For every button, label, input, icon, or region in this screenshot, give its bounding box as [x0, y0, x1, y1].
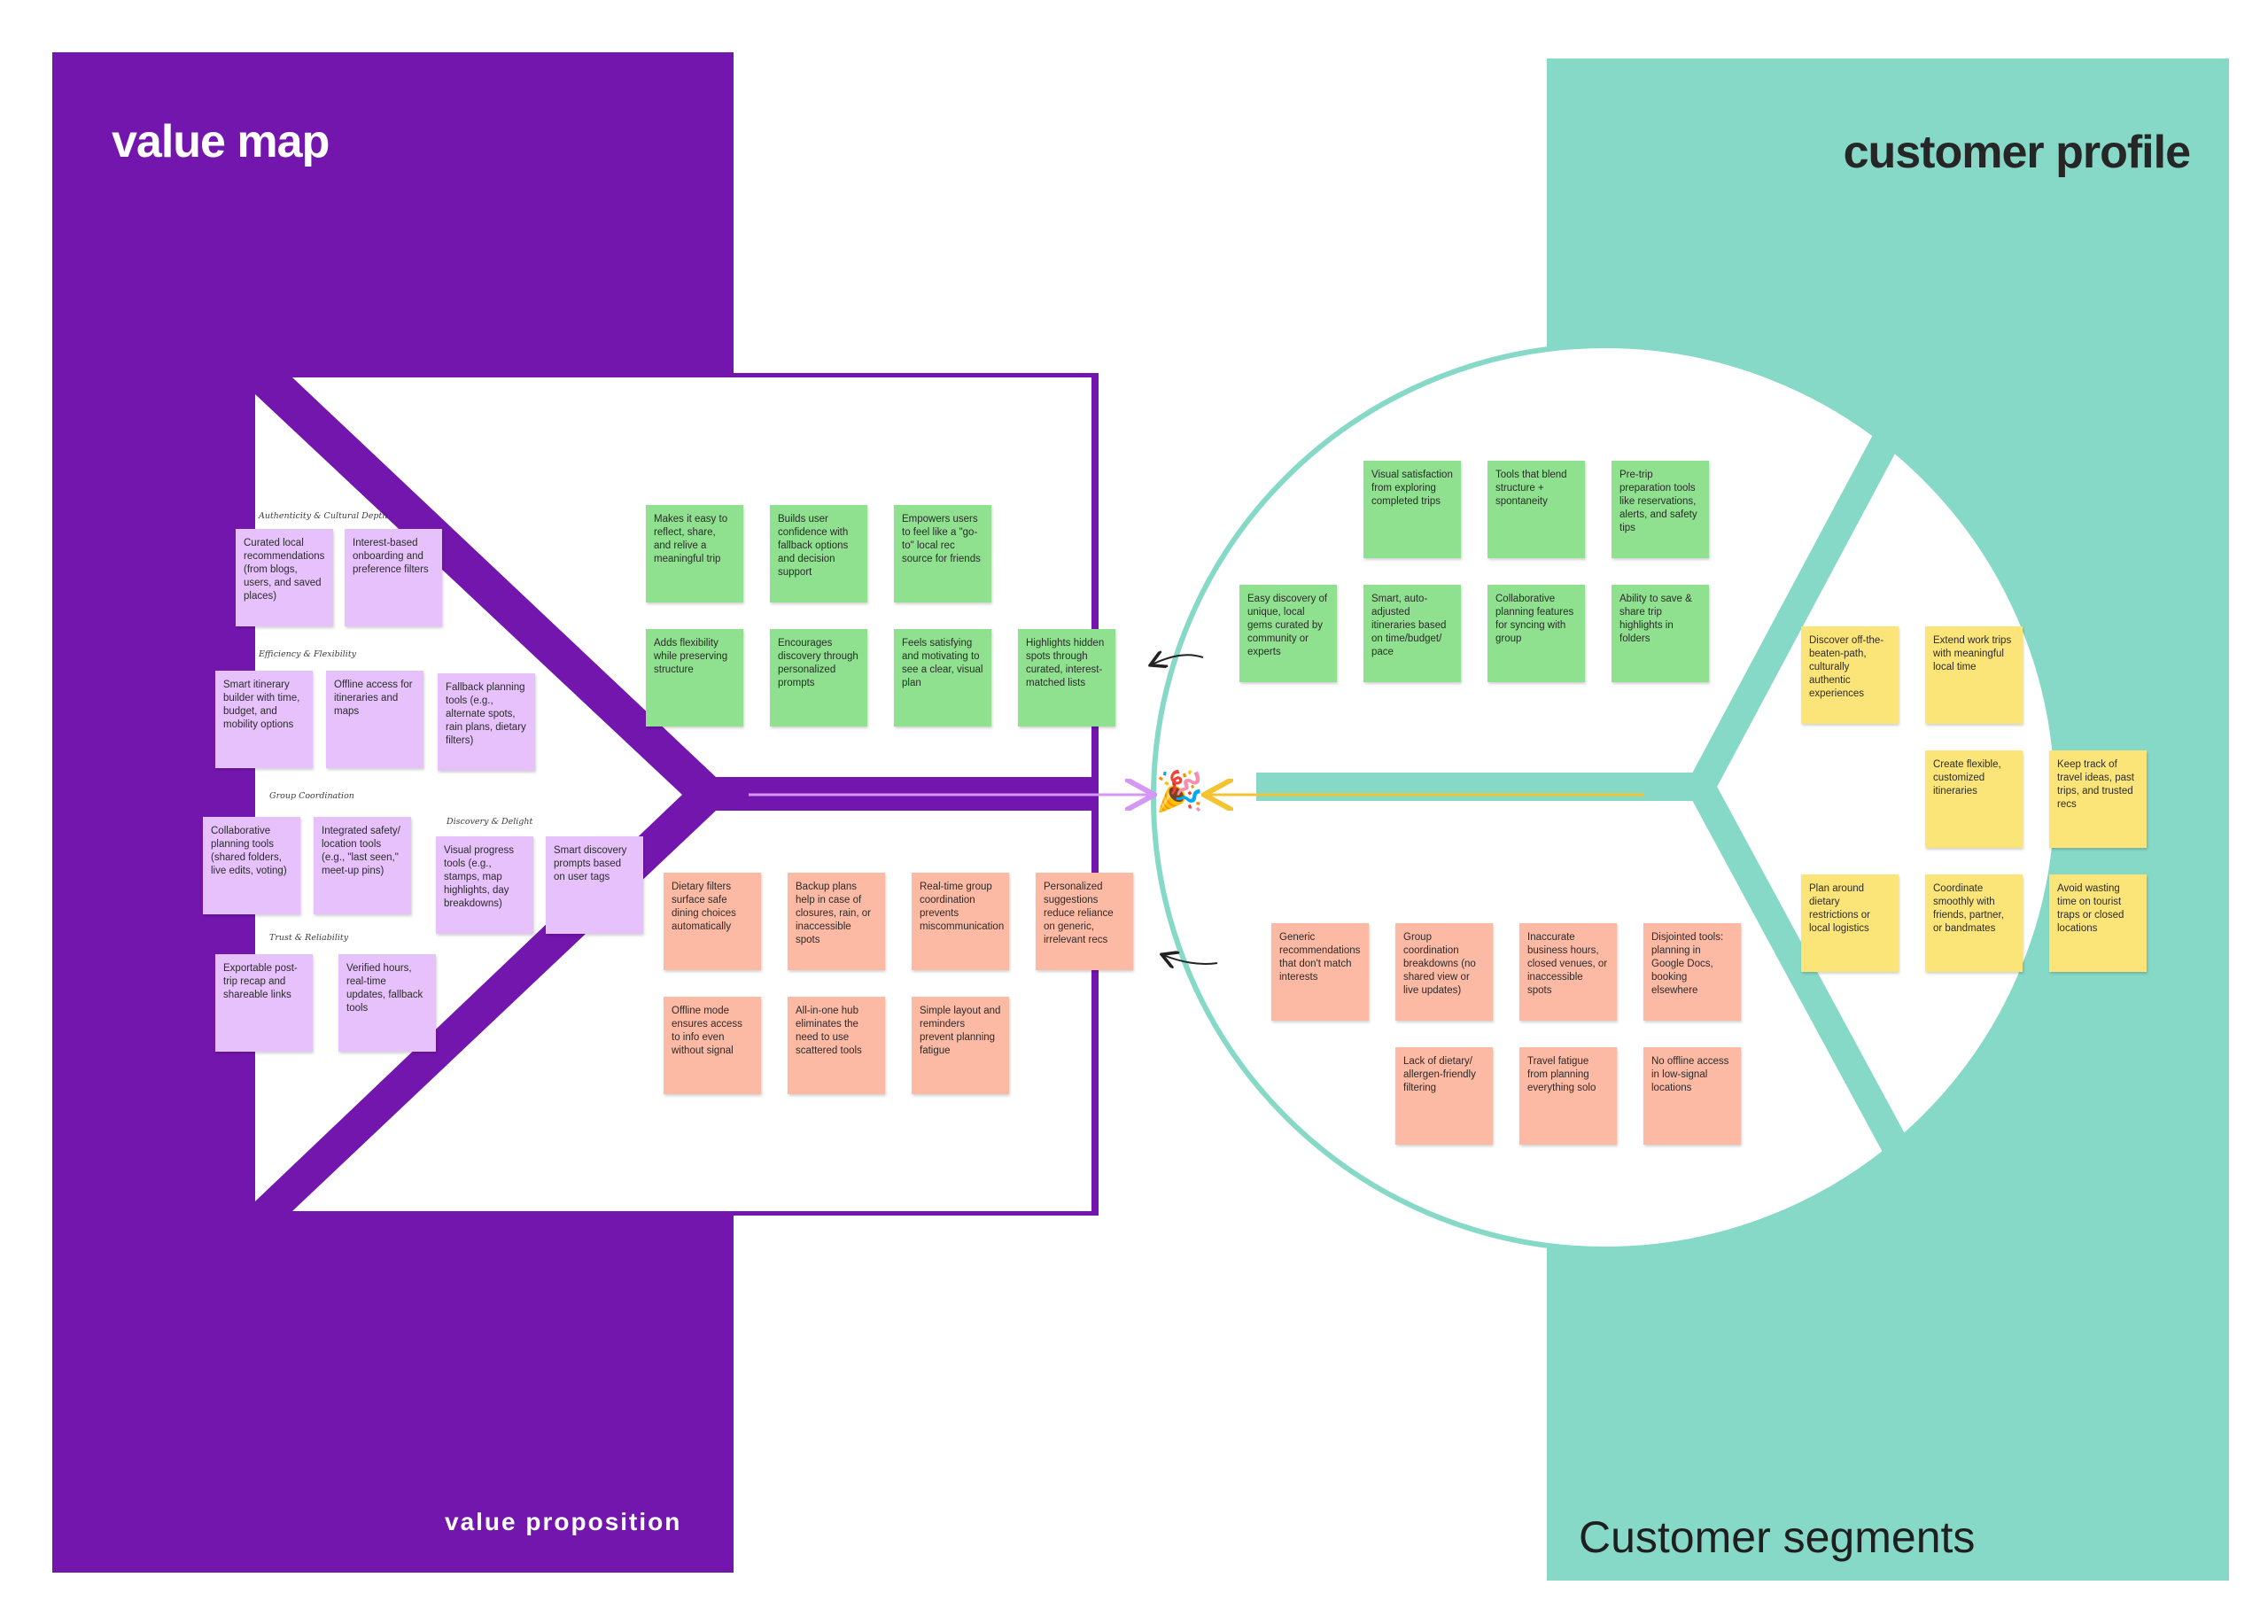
sticky-note[interactable]: Interest-based onboarding and preference…	[345, 529, 442, 626]
sticky-note[interactable]: Disjointed tools: planning in Google Doc…	[1643, 923, 1741, 1021]
sticky-note[interactable]: Smart, auto-adjusted itineraries based o…	[1363, 585, 1461, 682]
sticky-note[interactable]: Encourages discovery through personalize…	[770, 629, 867, 727]
sticky-note[interactable]: Plan around dietary restrictions or loca…	[1801, 874, 1899, 972]
sticky-note[interactable]: Keep track of travel ideas, past trips, …	[2049, 750, 2147, 848]
customer-segments-label: Customer segments	[1579, 1512, 1976, 1562]
celebration-icon: 🎉	[1155, 770, 1204, 813]
gain-arrow	[1152, 655, 1204, 664]
customer-profile-title: customer profile	[1843, 127, 2191, 178]
pain-arrow	[1163, 955, 1218, 964]
sticky-note[interactable]: No offline access in low-signal location…	[1643, 1047, 1741, 1145]
sticky-note[interactable]: Ability to save & share trip highlights …	[1612, 585, 1709, 682]
sticky-note[interactable]: Offline access for itineraries and maps	[326, 671, 423, 768]
sticky-note[interactable]: Visual progress tools (e.g., stamps, map…	[436, 836, 533, 934]
sticky-note[interactable]: Real-time group coordination prevents mi…	[912, 873, 1009, 970]
sticky-note[interactable]: Builds user confidence with fallback opt…	[770, 505, 867, 602]
sticky-note[interactable]: Smart itinerary builder with time, budge…	[215, 671, 313, 768]
sticky-note[interactable]: Visual satisfaction from exploring compl…	[1363, 461, 1461, 558]
category-label-discovery: Discovery & Delight	[447, 817, 533, 827]
sticky-note[interactable]: Pre-trip preparation tools like reservat…	[1612, 461, 1709, 558]
sticky-note[interactable]: Makes it easy to reflect, share, and rel…	[646, 505, 743, 602]
sticky-note[interactable]: All-in-one hub eliminates the need to us…	[788, 997, 885, 1094]
sticky-note[interactable]: Verified hours, real-time updates, fallb…	[338, 954, 436, 1052]
sticky-note[interactable]: Exportable post-trip recap and shareable…	[215, 954, 313, 1052]
sticky-note[interactable]: Collaborative planning features for sync…	[1487, 585, 1585, 682]
sticky-note[interactable]: Offline mode ensures access to info even…	[664, 997, 761, 1094]
sticky-note[interactable]: Lack of dietary/ allergen-friendly filte…	[1395, 1047, 1493, 1145]
sticky-note[interactable]: Group coordination breakdowns (no shared…	[1395, 923, 1493, 1021]
sticky-note[interactable]: Adds flexibility while preserving struct…	[646, 629, 743, 727]
category-label-group: Group Coordination	[269, 791, 354, 801]
sticky-note[interactable]: Smart discovery prompts based on user ta…	[546, 836, 643, 934]
sticky-note[interactable]: Empowers users to feel like a "go-to" lo…	[894, 505, 991, 602]
sticky-note[interactable]: Inaccurate business hours, closed venues…	[1519, 923, 1617, 1021]
value-proposition-label: value proposition	[445, 1508, 682, 1535]
value-map-title: value map	[112, 116, 330, 167]
sticky-note[interactable]: Generic recommendations that don't match…	[1271, 923, 1369, 1021]
category-label-efficiency: Efficiency & Flexibility	[259, 649, 357, 659]
sticky-note[interactable]: Discover off-the-beaten-path, culturally…	[1801, 626, 1899, 724]
sticky-note[interactable]: Simple layout and reminders prevent plan…	[912, 997, 1009, 1094]
sticky-note[interactable]: Fallback planning tools (e.g., alternate…	[438, 673, 535, 771]
sticky-note[interactable]: Easy discovery of unique, local gems cur…	[1239, 585, 1337, 682]
sticky-note[interactable]: Extend work trips with meaningful local …	[1925, 626, 2023, 724]
sticky-note[interactable]: Avoid wasting time on tourist traps or c…	[2049, 874, 2147, 972]
category-label-trust: Trust & Reliability	[269, 933, 349, 943]
sticky-note[interactable]: Personalized suggestions reduce reliance…	[1036, 873, 1133, 970]
sticky-note[interactable]: Tools that blend structure + spontaneity	[1487, 461, 1585, 558]
sticky-note[interactable]: Integrated safety/ location tools (e.g.,…	[314, 817, 411, 914]
sticky-note[interactable]: Highlights hidden spots through curated,…	[1018, 629, 1115, 727]
sticky-note[interactable]: Feels satisfying and motivating to see a…	[894, 629, 991, 727]
category-label-authenticity: Authenticity & Cultural Depth	[259, 511, 388, 521]
sticky-note[interactable]: Travel fatigue from planning everything …	[1519, 1047, 1617, 1145]
sticky-note[interactable]: Collaborative planning tools (shared fol…	[203, 817, 300, 914]
sticky-note[interactable]: Curated local recommendations (from blog…	[236, 529, 333, 626]
sticky-note[interactable]: Backup plans help in case of closures, r…	[788, 873, 885, 970]
sticky-note[interactable]: Create flexible, customized itineraries	[1925, 750, 2023, 848]
sticky-note[interactable]: Dietary filters surface safe dining choi…	[664, 873, 761, 970]
sticky-note[interactable]: Coordinate smoothly with friends, partne…	[1925, 874, 2023, 972]
